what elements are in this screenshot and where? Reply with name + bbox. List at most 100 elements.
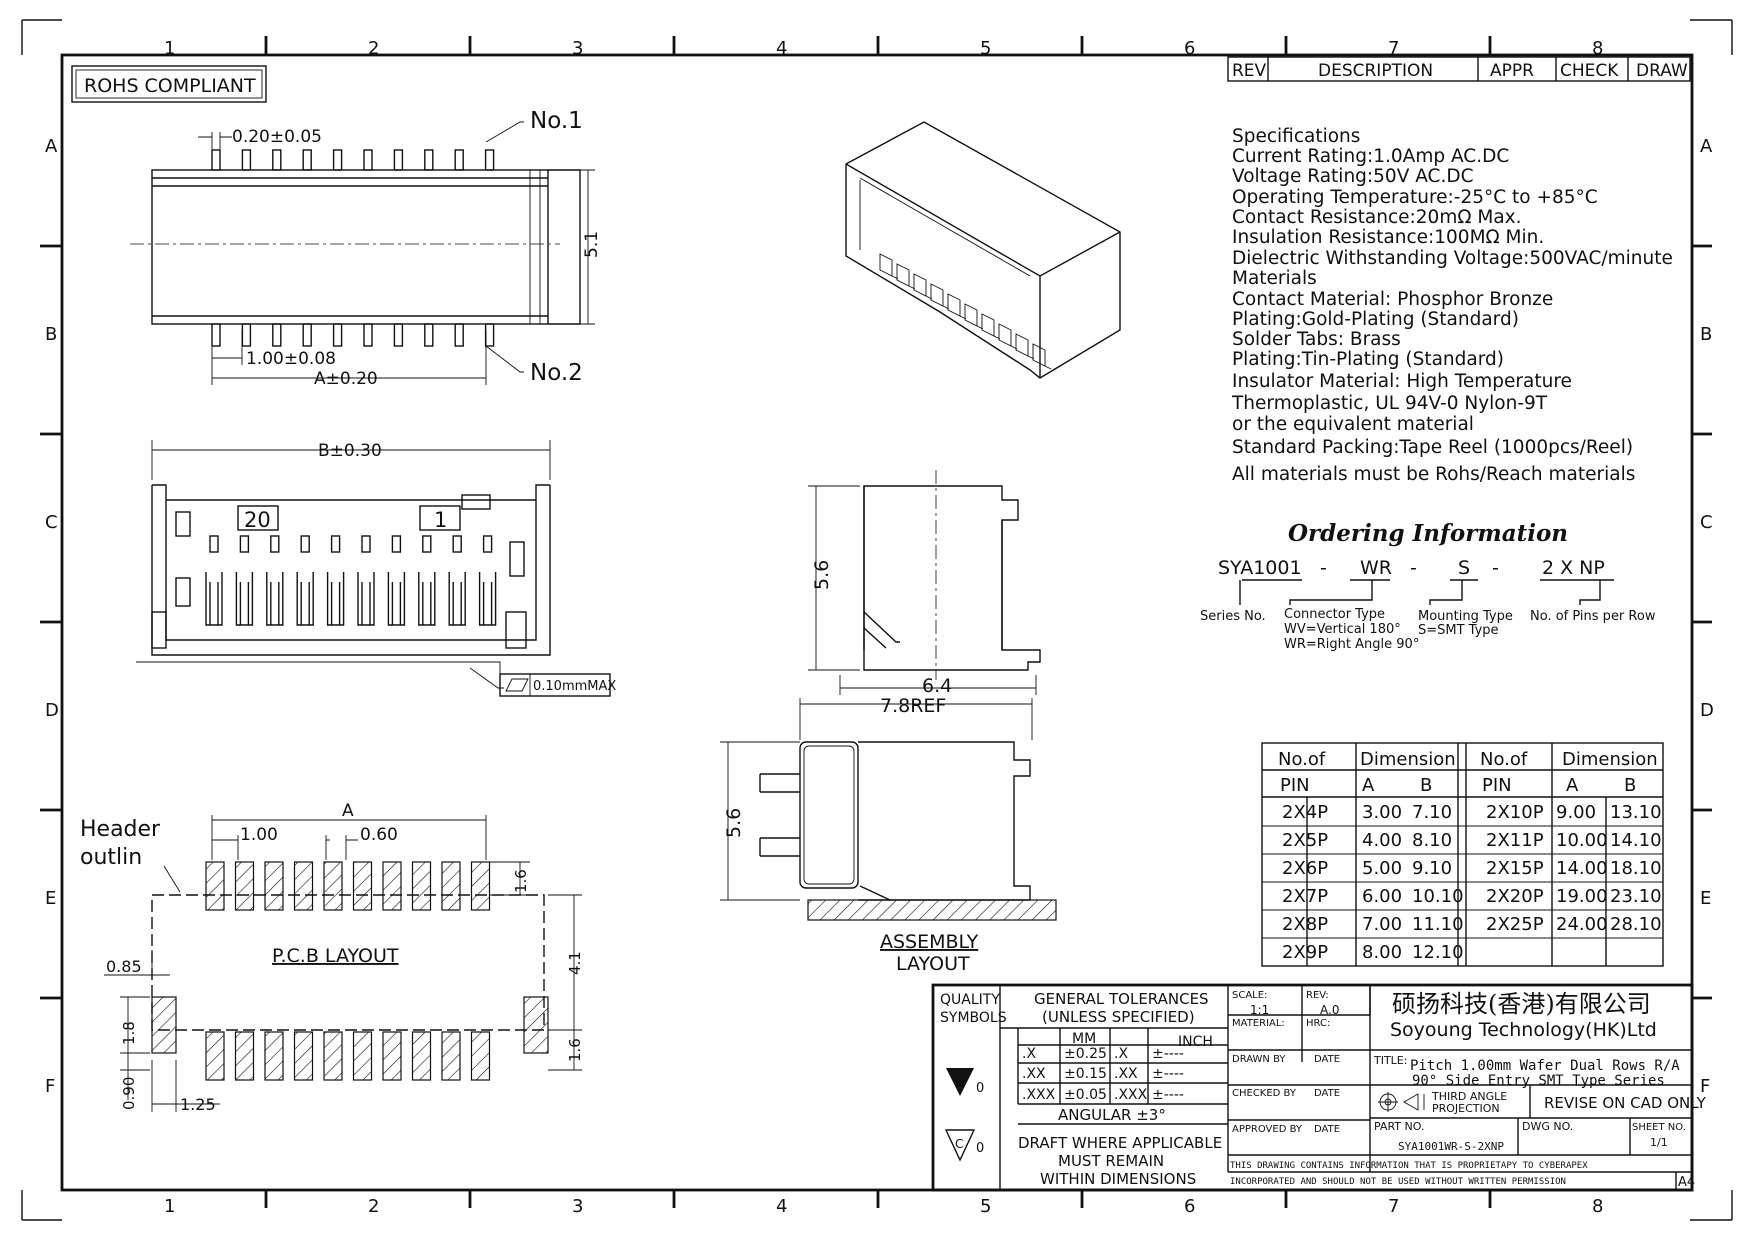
zone-col-bottom: 5	[980, 1196, 991, 1217]
tolerance-cell: .XXX	[1022, 1087, 1056, 1103]
revision-table: REV DESCRIPTION APPR CHECK DRAW	[1227, 56, 1691, 82]
svg-text:Connector Type: Connector Type	[1284, 607, 1385, 622]
tolerance-cell: .X	[1022, 1046, 1036, 1062]
svg-text:outlin: outlin	[80, 845, 142, 870]
svg-text:SCALE:: SCALE:	[1232, 990, 1267, 1001]
svg-text:DRAW: DRAW	[1636, 61, 1688, 81]
pin-top	[241, 149, 252, 171]
iso-contact	[930, 283, 950, 310]
tolerance-cell: ±----	[1152, 1087, 1184, 1103]
pad-top	[205, 861, 225, 911]
svg-text:A±0.20: A±0.20	[314, 369, 378, 389]
pin-bottom	[454, 323, 464, 347]
svg-text:DESCRIPTION: DESCRIPTION	[1318, 61, 1433, 81]
svg-text:DRAWN BY: DRAWN BY	[1232, 1054, 1286, 1065]
spec-line: Plating:Gold-Plating (Standard)	[1232, 309, 1519, 330]
svg-text:Soyoung Technology(HK)Ltd: Soyoung Technology(HK)Ltd	[1390, 1019, 1657, 1041]
tolerance-cell: ±0.05	[1064, 1087, 1107, 1103]
spec-line: Voltage Rating:50V AC.DC	[1232, 166, 1474, 187]
spec-line: Operating Temperature:-25°C to +85°C	[1232, 187, 1598, 208]
svg-text:硕扬科技(香港)有限公司: 硕扬科技(香港)有限公司	[1392, 990, 1651, 1018]
zone-col-bottom: 8	[1592, 1196, 1603, 1217]
tolerance-cell: ±----	[1152, 1066, 1184, 1082]
contact-bottom	[235, 572, 254, 626]
pin-bottom	[211, 323, 221, 347]
iso-contact	[947, 293, 967, 320]
contact-top	[422, 535, 432, 553]
zone-row-right: A	[1700, 136, 1713, 157]
iso-contact	[896, 263, 916, 290]
sheet-frame	[21, 19, 1733, 1221]
svg-text:WR: WR	[1360, 557, 1392, 579]
svg-text:ROHS COMPLIANT: ROHS COMPLIANT	[84, 75, 256, 97]
iso-contact	[913, 273, 933, 300]
spec-line: Contact Material: Phosphor Bronze	[1232, 289, 1553, 310]
zone-col-bottom: 1	[164, 1196, 175, 1217]
iso-contact	[1015, 333, 1035, 360]
svg-text:Ordering Information: Ordering Information	[1288, 520, 1568, 547]
contact-bottom	[205, 572, 223, 626]
isometric-view	[845, 121, 1121, 379]
svg-text:REV: REV	[1232, 61, 1267, 81]
dimension-cell: 5.00	[1362, 858, 1402, 879]
contact-top	[361, 535, 371, 553]
svg-text:INCH: INCH	[1178, 1034, 1213, 1050]
spec-line: Materials	[1232, 268, 1317, 289]
dimension-cell: 8.10	[1412, 830, 1452, 851]
svg-text:5.1: 5.1	[582, 231, 602, 258]
svg-text:A: A	[342, 801, 354, 821]
dimension-cell: 2X6P	[1282, 858, 1328, 879]
pad-top	[352, 861, 373, 911]
svg-text:REV:: REV:	[1306, 990, 1329, 1001]
side-view: 5.6 6.4	[808, 470, 1041, 697]
dimension-cell: 2X4P	[1282, 802, 1328, 823]
zone-col-top: 3	[572, 38, 583, 59]
pin-top	[211, 149, 221, 171]
svg-text:MATERIAL:: MATERIAL:	[1232, 1018, 1285, 1029]
svg-text:DWG NO.: DWG NO.	[1522, 1120, 1573, 1133]
tolerance-cell: .XX	[1022, 1066, 1046, 1082]
zone-row-right: D	[1700, 700, 1714, 721]
rohs-label: ROHS COMPLIANT	[71, 65, 267, 103]
pin-top	[272, 149, 282, 171]
contact-bottom	[357, 572, 375, 626]
svg-text:THIRD ANGLE: THIRD ANGLE	[1431, 1090, 1507, 1103]
dimension-cell: 9.10	[1412, 858, 1452, 879]
dimension-cell: 2X7P	[1282, 886, 1328, 907]
svg-text:LAYOUT: LAYOUT	[896, 953, 970, 975]
pad-top	[264, 861, 284, 911]
spec-line: or the equivalent material	[1232, 414, 1474, 435]
zone-col-bottom: 6	[1184, 1196, 1195, 1217]
svg-text:DATE: DATE	[1314, 1054, 1340, 1065]
dimension-cell: 2X15P	[1486, 858, 1544, 879]
svg-text:DATE: DATE	[1314, 1088, 1340, 1099]
front-view: 20 1 B±0.30 0.10mmMAX	[136, 440, 616, 697]
svg-text:1.25: 1.25	[180, 1095, 216, 1114]
iso-contact	[879, 253, 899, 280]
pcb-layout: A 1.00 0.60 Header outlin P.C.B LAYOUT 1…	[80, 801, 584, 1114]
top-view: 0.20±0.05 No.1 No.2 5.1 1.00±0.08 A±0.20	[130, 108, 602, 389]
dimension-cell: 2X10P	[1486, 802, 1544, 823]
dimension-cell: 10.00	[1556, 830, 1608, 851]
spec-line: Plating:Tin-Plating (Standard)	[1232, 349, 1504, 370]
svg-text:1:1: 1:1	[1250, 1003, 1269, 1017]
pad-bottom	[205, 1031, 225, 1081]
zone-row-right: E	[1700, 888, 1711, 909]
dimension-cell: 2X5P	[1282, 830, 1328, 851]
pin-top	[454, 149, 464, 171]
contact-bottom	[266, 572, 284, 626]
pad-bottom	[470, 1031, 491, 1081]
svg-text:-: -	[1410, 557, 1417, 579]
svg-text:Dimension: Dimension	[1360, 749, 1456, 770]
pin-top	[393, 149, 404, 171]
tolerance-cell: .XX	[1114, 1066, 1138, 1082]
dimension-cell: 14.10	[1610, 830, 1662, 851]
svg-text:B: B	[1420, 775, 1432, 796]
spec-line: Insulator Material: High Temperature	[1232, 371, 1572, 392]
zone-col-bottom: 2	[368, 1196, 379, 1217]
zone-row-left: B	[45, 324, 57, 345]
svg-text:1: 1	[434, 508, 447, 532]
zone-row-left: E	[45, 888, 56, 909]
dimension-cell: 4.00	[1362, 830, 1402, 851]
dimension-cell: 14.00	[1556, 858, 1608, 879]
